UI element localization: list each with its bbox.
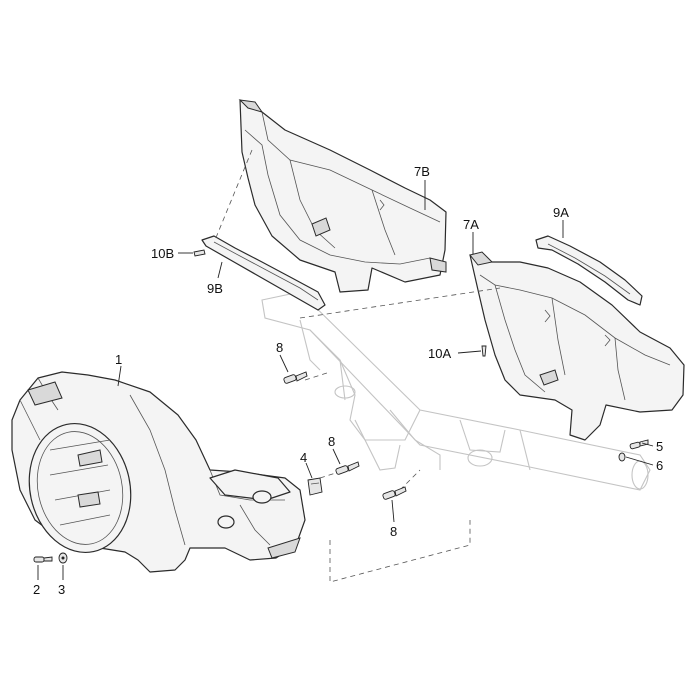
- screw-8-middle-icon: [335, 461, 360, 475]
- handlebar-ghost: [261, 291, 651, 491]
- headlight-cover-1: [11, 371, 306, 573]
- label-8-top: 8: [276, 340, 283, 355]
- pin-10a-icon: [481, 345, 487, 357]
- label-9a: 9A: [553, 205, 569, 220]
- label-4: 4: [300, 450, 307, 465]
- label-3: 3: [58, 582, 65, 597]
- label-7b: 7B: [414, 164, 430, 179]
- label-10b: 10B: [151, 246, 174, 261]
- label-8-middle: 8: [328, 434, 335, 449]
- label-10a: 10A: [428, 346, 451, 361]
- label-9b: 9B: [207, 281, 223, 296]
- label-8-lower: 8: [390, 524, 397, 539]
- washer-3-icon: [58, 552, 68, 564]
- label-5: 5: [656, 439, 663, 454]
- strip-9a: [535, 235, 643, 306]
- screw-2-icon: [33, 556, 53, 563]
- label-6: 6: [656, 458, 663, 473]
- fasteners: [33, 249, 649, 564]
- label-2: 2: [33, 582, 40, 597]
- strip-9b: [201, 235, 326, 311]
- label-7a: 7A: [463, 217, 479, 232]
- front-cover-7a: [469, 251, 685, 441]
- pin-10b-icon: [193, 249, 206, 257]
- clip-nut-4-icon: [307, 477, 323, 496]
- screw-5-icon: [629, 439, 649, 450]
- rear-cover-7b: [238, 99, 447, 293]
- part-labels: 1 2 3 4 5 6 7A 7B 8 8 8 9A 9B 10A 10B: [33, 164, 663, 597]
- screw-8-top-icon: [283, 371, 308, 384]
- label-1: 1: [115, 352, 122, 367]
- screw-8-lower-icon: [382, 486, 407, 500]
- washer-6-icon: [618, 452, 626, 462]
- leader-lines: [37, 180, 654, 580]
